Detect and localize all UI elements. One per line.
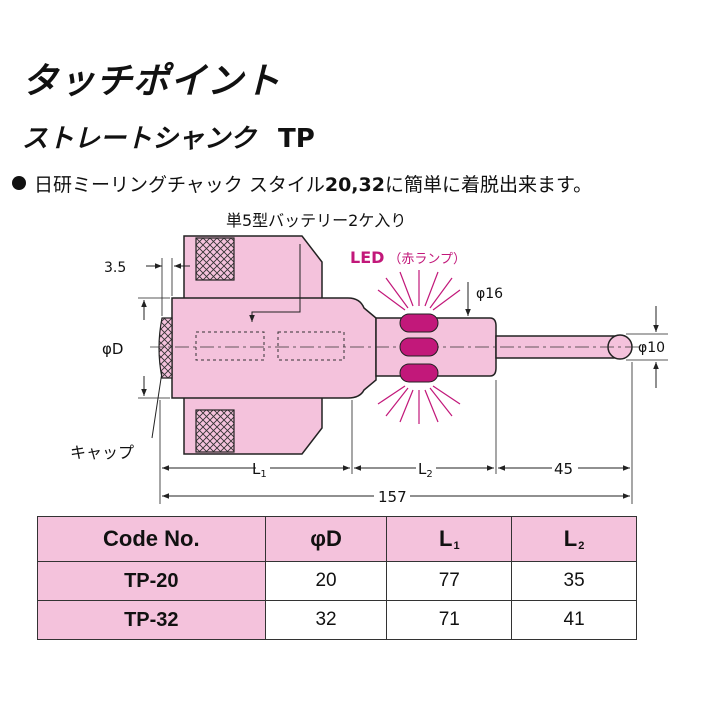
row-phi-d: 20 (264, 561, 388, 601)
dim-3-5: 3.5 (104, 260, 126, 276)
spec-table: Code No. φD L1 L2 TP-20 20 77 35 TP-32 3… (37, 516, 637, 640)
led-bottom (399, 363, 439, 383)
header-l1: L1 (386, 516, 513, 562)
dim-l2-sub: 2 (426, 469, 432, 480)
led-rays-top (377, 270, 461, 311)
cap-label: キャップ (70, 443, 134, 462)
feature-text-bold: 20,32 (324, 174, 385, 196)
table-header-row: Code No. φD L1 L2 (37, 516, 637, 562)
feature-text-before: 日研ミーリングチャック スタイル (34, 174, 325, 196)
dim-phi-16: φ16 (476, 286, 503, 302)
header-l2: L2 (511, 516, 637, 562)
table-row: TP-32 32 71 41 (37, 600, 637, 640)
row-l2: 35 (511, 561, 637, 601)
product-subtitle: ストレートシャンク TP (22, 118, 315, 155)
header-l1-sub: 1 (453, 540, 460, 552)
led-label-sub: （赤ランプ） (388, 252, 466, 267)
led-top (399, 313, 439, 333)
dim-157: 157 (378, 488, 407, 506)
header-l2-main: L (563, 526, 578, 551)
dim-l2: L2 (418, 460, 433, 480)
model-code: TP (278, 124, 315, 154)
dim-phi-d: φD (102, 340, 123, 358)
row-phi-d: 32 (264, 600, 388, 640)
battery-label: 単5型バッテリー2ケ入り (226, 211, 406, 230)
header-l2-sub: 2 (578, 540, 585, 552)
header-code: Code No. (37, 516, 266, 562)
row-code: TP-32 (37, 600, 266, 640)
touch-point-diagram: 単5型バッテリー2ケ入り LED （赤ランプ） キャップ 3.5 φD φ16 φ… (70, 211, 668, 506)
dim-l1-main: L (252, 460, 261, 478)
dim-l2-main: L (418, 460, 427, 478)
bullet-icon (12, 176, 26, 190)
row-l2: 41 (511, 600, 637, 640)
cap (158, 317, 173, 379)
product-title: タッチポイント (22, 61, 282, 102)
row-l1: 77 (386, 561, 513, 601)
dim-l1-sub: 1 (260, 469, 266, 480)
dim-45: 45 (554, 460, 573, 478)
cap-leader (151, 371, 163, 439)
row-l1: 71 (386, 600, 513, 640)
subtitle-text: ストレートシャンク (22, 124, 257, 154)
feature-note: 日研ミーリングチャック スタイル20,32に簡単に着脱出来ます。 (12, 170, 592, 197)
dim-phi-10: φ10 (638, 340, 665, 356)
knurl-top (195, 237, 235, 281)
header-phi-d: φD (264, 516, 388, 562)
dim-l1: L1 (252, 460, 267, 480)
led-label: LED （赤ランプ） (350, 248, 466, 267)
row-code: TP-20 (37, 561, 266, 601)
led-middle (399, 337, 439, 357)
battery-2 (277, 331, 345, 361)
table-row: TP-20 20 77 35 (37, 561, 637, 601)
battery-leader (249, 244, 301, 322)
main-body (171, 297, 377, 399)
knurl-bottom (195, 409, 235, 453)
led-rays-bottom (377, 385, 461, 424)
led-label-main: LED (350, 248, 384, 267)
feature-text-after: に簡単に着脱出来ます。 (384, 174, 593, 196)
header-l1-main: L (439, 526, 453, 551)
